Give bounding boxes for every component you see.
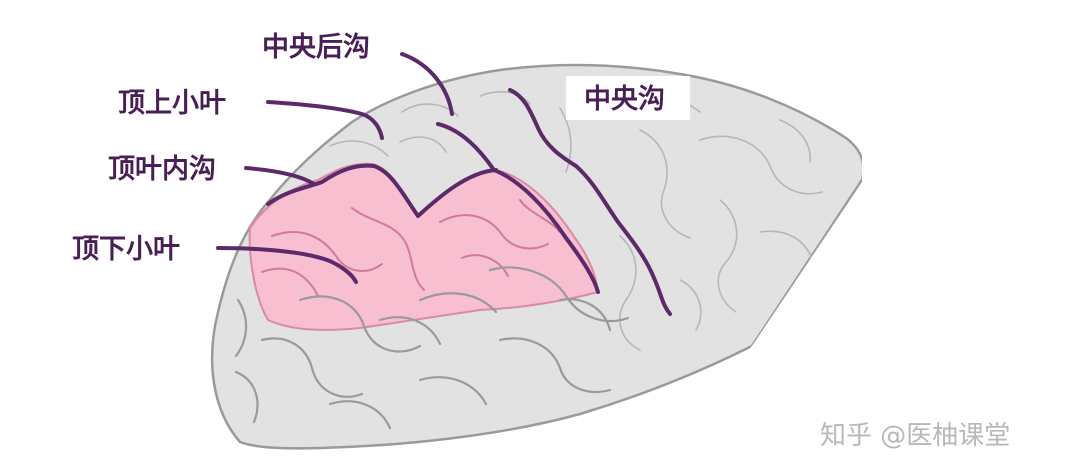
gyrus-fold [699,135,823,195]
gyrus-fold [558,298,612,332]
gyrus-fold [271,231,383,272]
gyrus-fold [461,254,509,277]
central-sulcus-label-bg [566,76,690,120]
label-superior-parietal-lobule: 顶上小叶 [118,88,226,119]
watermark-text: 知乎 @医柚课堂 [820,421,1010,451]
brain-illustration [210,63,865,450]
gyrus-fold [401,103,459,117]
crop-mask [590,0,1080,475]
sulcus-lines [266,88,672,316]
gyrus-fold [519,199,561,233]
postcentral-sulcus-line [436,122,600,294]
gyrus-fold [261,267,319,297]
gyrus-fold [717,199,738,313]
leader-postcentral-sulcus [400,52,454,116]
gyrus-fold [418,292,498,314]
gyrus-fold [759,230,813,261]
gyrus-fold [351,207,425,291]
gyrus-fold [418,376,488,406]
leader-lines [216,52,454,284]
gyrus-fold [679,279,702,331]
leader-intraparietal-sulcus [244,166,316,186]
label-postcentral-sulcus: 中央后沟 [262,32,370,63]
gyrus-fold [328,400,392,430]
gyrus-fold [619,235,641,351]
inferior-parietal-highlight [248,162,600,331]
leader-superior-parietal-lobule [266,100,384,140]
gyrus-fold [298,295,422,353]
gyrus-fold [260,337,364,398]
label-central-sulcus: 中央沟 [584,84,665,115]
gyrus-fold [329,140,389,157]
intraparietal-sulcus-line [266,163,498,218]
gyrus-fold [498,337,612,394]
gyrus-fold [639,129,691,239]
gyrus-fold [234,298,248,358]
label-inferior-parietal-lobule: 顶下小叶 [72,234,180,265]
gyrus-fold [779,119,811,163]
leader-inferior-parietal-lobule [216,246,358,284]
gyrus-fold [439,214,549,250]
label-intraparietal-sulcus: 顶叶内沟 [108,154,216,185]
gyrus-fold [234,370,259,424]
gyrus-fold [399,136,447,153]
gyrus-fold [479,91,531,105]
central-sulcus-line [508,88,672,316]
gyrus-fold [378,316,442,346]
gyrus-fold [559,107,572,173]
